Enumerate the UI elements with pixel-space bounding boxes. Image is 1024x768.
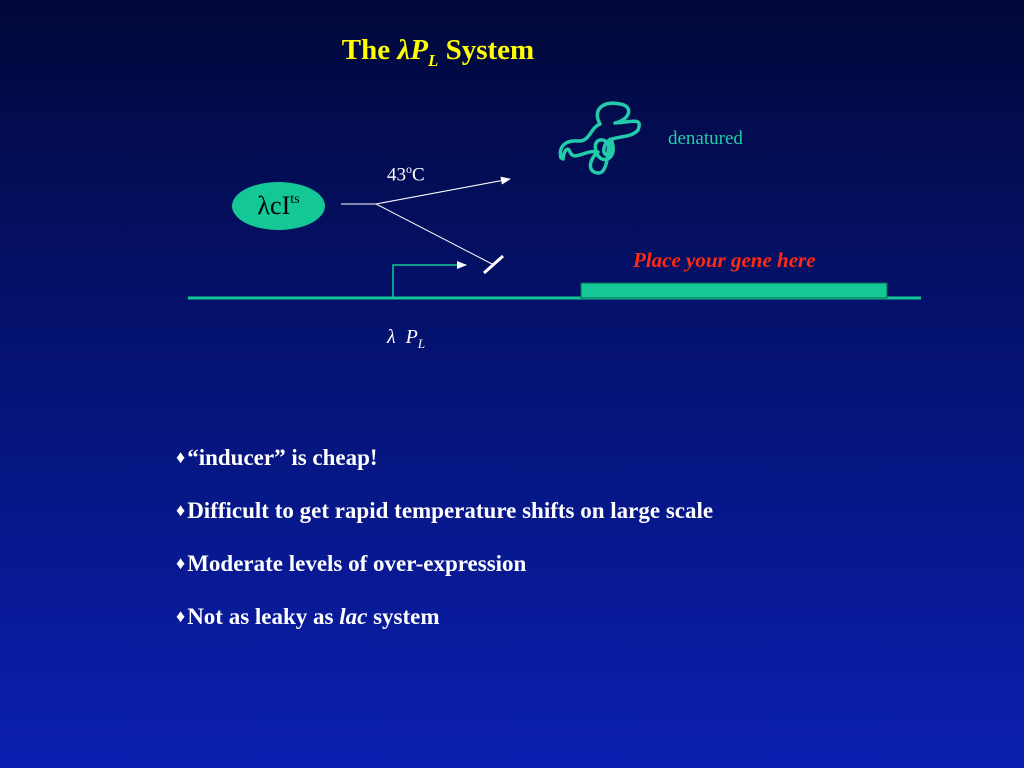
- diamond-bullet-icon: ♦: [176, 447, 186, 467]
- title-suffix: System: [445, 34, 535, 66]
- slide-title: The λPL System: [0, 34, 876, 71]
- gene-placement-label: Place your gene here: [633, 248, 816, 272]
- bullet-list: ♦“inducer” is cheap! ♦Difficult to get r…: [176, 444, 713, 656]
- repression-branch: [375, 203, 495, 266]
- bullet-item: ♦Difficult to get rapid temperature shif…: [176, 498, 714, 523]
- promoter-label: λ PL: [387, 326, 426, 351]
- repression-bar: [482, 254, 505, 275]
- bullet-item: ♦Moderate levels of over-expression: [176, 551, 527, 576]
- diamond-bullet-icon: ♦: [176, 500, 186, 520]
- gene-box: [580, 282, 888, 299]
- title-prefix: The: [341, 34, 391, 66]
- bullet-item: ♦“inducer” is cheap!: [176, 445, 378, 470]
- heat-branch-arrow: [375, 176, 511, 205]
- diamond-bullet-icon: ♦: [176, 553, 186, 573]
- denatured-protein-icon: [558, 101, 641, 175]
- bullet-item: ♦Not as leaky as lac system: [176, 604, 440, 629]
- title-p-sub: L: [427, 50, 439, 70]
- title-lambda: λ: [397, 34, 411, 66]
- diamond-bullet-icon: ♦: [176, 606, 186, 626]
- title-p: P: [410, 34, 428, 66]
- promoter-arrow: [392, 261, 467, 297]
- denatured-label: denatured: [668, 128, 743, 149]
- temperature-label: 43oC: [387, 162, 425, 186]
